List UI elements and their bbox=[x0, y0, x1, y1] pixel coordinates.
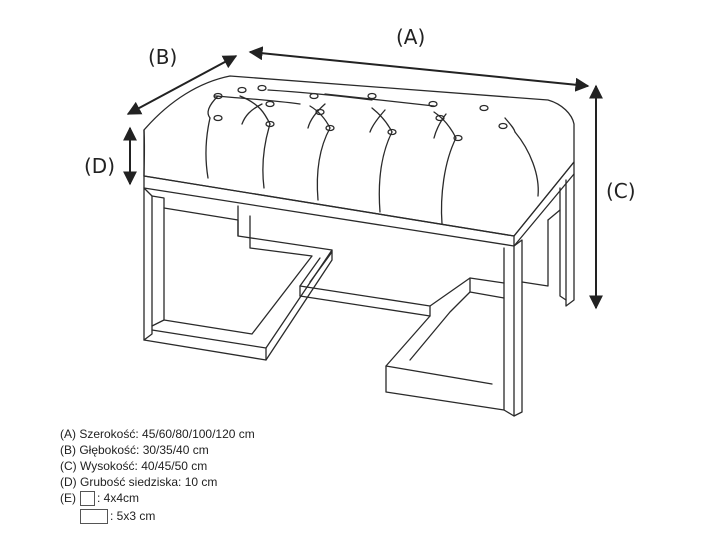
legend-height: (C) Wysokość: 40/45/50 cm bbox=[60, 458, 255, 474]
label-d: (D) bbox=[84, 154, 115, 178]
legend-profile-square: (E) : 4x4cm bbox=[60, 490, 255, 506]
legend-width: (A) Szerokość: 45/60/80/100/120 cm bbox=[60, 426, 255, 442]
metal-frame bbox=[143, 161, 575, 417]
legend-width-text: (A) Szerokość: 45/60/80/100/120 cm bbox=[60, 427, 255, 441]
legend-profile-rect: : 5x3 cm bbox=[60, 508, 255, 524]
legend-seat-thickness-text: (D) Grubość siedziska: 10 cm bbox=[60, 475, 218, 489]
dimensions-legend: (A) Szerokość: 45/60/80/100/120 cm (B) G… bbox=[60, 426, 255, 524]
label-a: (A) bbox=[396, 25, 425, 49]
label-c: (C) bbox=[606, 179, 636, 203]
legend-seat-thickness: (D) Grubość siedziska: 10 cm bbox=[60, 474, 255, 490]
legend-depth: (B) Głębokość: 30/35/40 cm bbox=[60, 442, 255, 458]
legend-height-text: (C) Wysokość: 40/45/50 cm bbox=[60, 459, 208, 473]
legend-e-prefix: (E) bbox=[60, 491, 76, 505]
square-profile-icon bbox=[80, 490, 95, 506]
legend-depth-text: (B) Głębokość: 30/35/40 cm bbox=[60, 443, 209, 457]
bench-diagram: (A) (B) (C) (D) bbox=[84, 25, 636, 417]
dimension-arrow-a bbox=[248, 46, 590, 92]
cushion bbox=[143, 75, 575, 237]
rectangle-profile-icon bbox=[80, 508, 108, 524]
legend-e-rect-text: : 5x3 cm bbox=[110, 509, 156, 523]
legend-e-square-text: : 4x4cm bbox=[97, 491, 140, 505]
dimension-arrow-b bbox=[126, 55, 238, 115]
label-b: (B) bbox=[148, 45, 177, 69]
